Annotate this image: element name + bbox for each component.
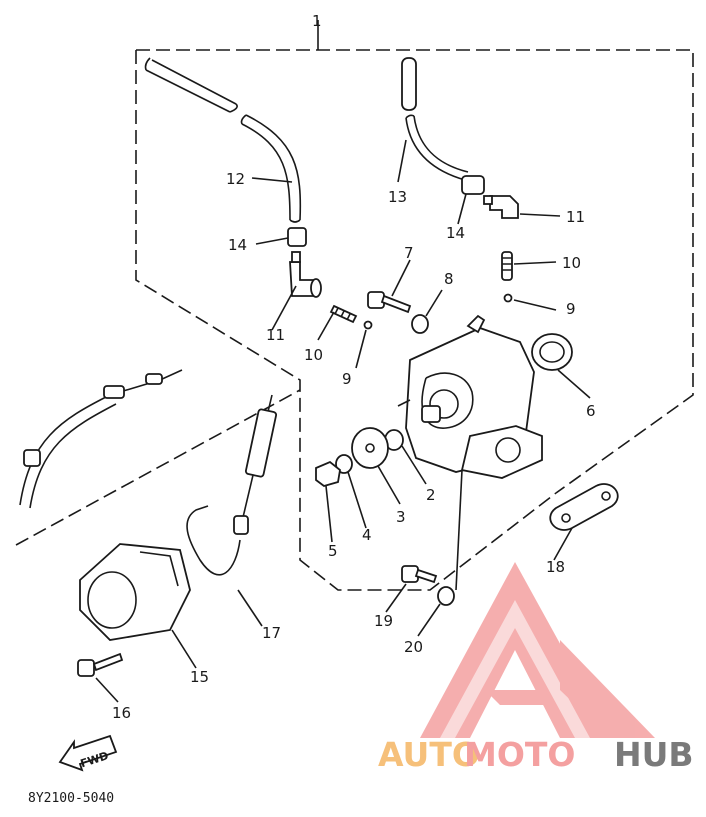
callout-11-left: 11: [266, 326, 285, 344]
callout-5: 5: [328, 542, 338, 560]
pump-cover-15: [79, 543, 191, 641]
cable-17: [186, 394, 278, 576]
oil-seal-6: [531, 333, 573, 371]
callout-7: 7: [404, 244, 414, 262]
bolt-7: [367, 291, 412, 314]
callout-labels: 1 12 14 11 10 9 7 8 13 14 11 10 9 6 2 3 …: [112, 12, 596, 722]
hose-clip-14-right: [461, 175, 485, 195]
spring-10-right: [501, 251, 513, 281]
ball-9-left: [363, 320, 373, 330]
leader-lines: [95, 139, 591, 703]
callout-15: 15: [190, 668, 209, 686]
assembly-boundary: [15, 20, 694, 591]
screw-16: [77, 652, 124, 677]
gear-3: [351, 427, 389, 469]
watermark-moto: MOTO: [464, 735, 575, 774]
drawing-code: 8Y2100-5040: [28, 791, 114, 806]
callout-16: 16: [112, 704, 131, 722]
washer-4: [335, 454, 353, 474]
washer-8: [411, 314, 429, 334]
callout-2: 2: [426, 486, 436, 504]
callout-9-right: 9: [566, 300, 576, 318]
hose-clip-14-left: [287, 227, 307, 247]
callout-17: 17: [262, 624, 281, 642]
callout-20: 20: [404, 638, 423, 656]
callout-13: 13: [388, 188, 407, 206]
ball-9-right: [503, 293, 513, 303]
bolt-19: [401, 565, 438, 584]
watermark-auto: AUTO: [378, 735, 480, 774]
elbow-fitting-11-left: [289, 251, 322, 298]
hose-13: [401, 57, 469, 181]
cable-assembly: [19, 369, 183, 509]
callout-4: 4: [362, 526, 372, 544]
watermark-text: AUTO MOTO HUB: [378, 735, 694, 774]
fwd-arrow-icon: FWD: [58, 734, 118, 772]
callout-18: 18: [546, 558, 565, 576]
callout-9-left: 9: [342, 370, 352, 388]
watermark-hub: HUB: [614, 735, 694, 774]
callout-14-right: 14: [446, 224, 465, 242]
spring-10-left: [329, 304, 358, 324]
callout-12: 12: [226, 170, 245, 188]
watermark-logo: [420, 562, 655, 738]
callout-8: 8: [444, 270, 454, 288]
callout-6: 6: [586, 402, 596, 420]
callout-10-right: 10: [562, 254, 581, 272]
callout-11-right: 11: [566, 208, 585, 226]
elbow-fitting-11-right: [483, 195, 519, 219]
oil-pump-body: [397, 314, 543, 479]
nut-5: [315, 460, 341, 487]
callout-3: 3: [396, 508, 406, 526]
callout-10-left: 10: [304, 346, 323, 364]
callout-19: 19: [374, 612, 393, 630]
hose-12: [144, 57, 302, 223]
gasket-18: [549, 483, 619, 531]
callout-14-left: 14: [228, 236, 247, 254]
callout-1: 1: [312, 12, 322, 30]
washer-20: [437, 586, 455, 606]
